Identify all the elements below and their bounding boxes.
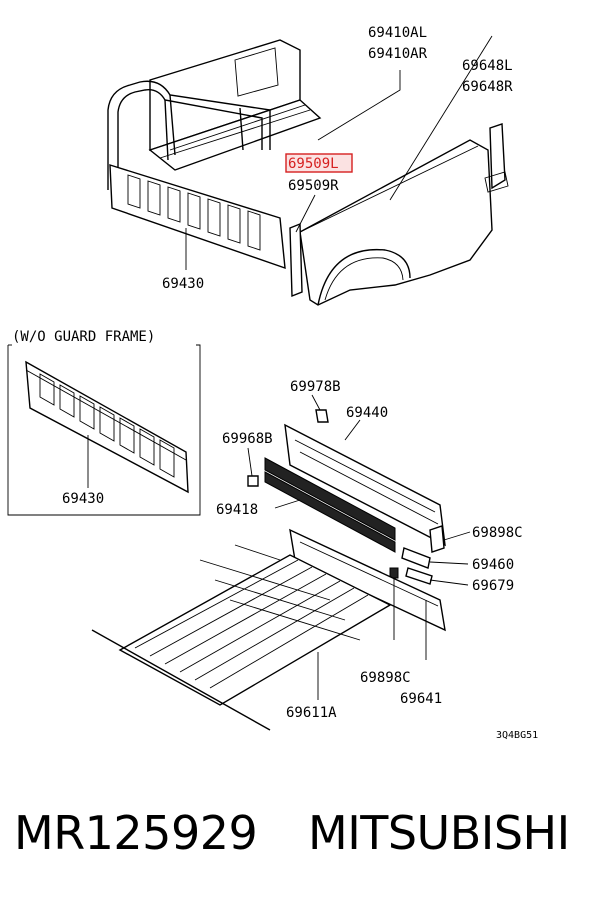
label-69410AR: 69410AR xyxy=(368,46,428,62)
inset-panel-slots xyxy=(39,373,175,478)
label-69978B: 69978B xyxy=(290,379,341,395)
label-69968B: 69968B xyxy=(222,431,273,447)
brand-name: MITSUBISHI xyxy=(308,806,570,860)
label-69898C-right: 69898C xyxy=(472,525,523,541)
lower-tailgate-assembly xyxy=(91,394,471,731)
label-69410AL: 69410AL xyxy=(368,25,427,41)
label-69641: 69641 xyxy=(400,691,442,707)
label-69418: 69418 xyxy=(216,502,258,518)
label-69430-inset: 69430 xyxy=(62,491,104,507)
inset-front-panel xyxy=(7,344,201,516)
inset-caption: (W/O GUARD FRAME) xyxy=(12,329,155,345)
label-69509R: 69509R xyxy=(288,178,339,194)
label-69648R: 69648R xyxy=(462,79,513,95)
label-69611A: 69611A xyxy=(286,705,337,721)
label-69679: 69679 xyxy=(472,578,514,594)
label-69460: 69460 xyxy=(472,557,514,573)
label-69430-upper: 69430 xyxy=(162,276,204,292)
diagram-code: 3Q4BG51 xyxy=(496,730,538,741)
upper-bed-assembly xyxy=(107,35,509,306)
label-69898C-lower: 69898C xyxy=(360,670,411,686)
label-69440: 69440 xyxy=(346,405,388,421)
label-69509L: 69509L xyxy=(288,156,339,172)
label-69648L: 69648L xyxy=(462,58,513,74)
parts-diagram: 69410AL 69410AR 69648L 69648R 69509L 695… xyxy=(7,25,538,741)
floor-ribs xyxy=(134,559,369,689)
highlight-box-69509L xyxy=(285,153,353,173)
front-panel-slots xyxy=(127,174,261,251)
part-number: MR125929 xyxy=(14,806,258,860)
